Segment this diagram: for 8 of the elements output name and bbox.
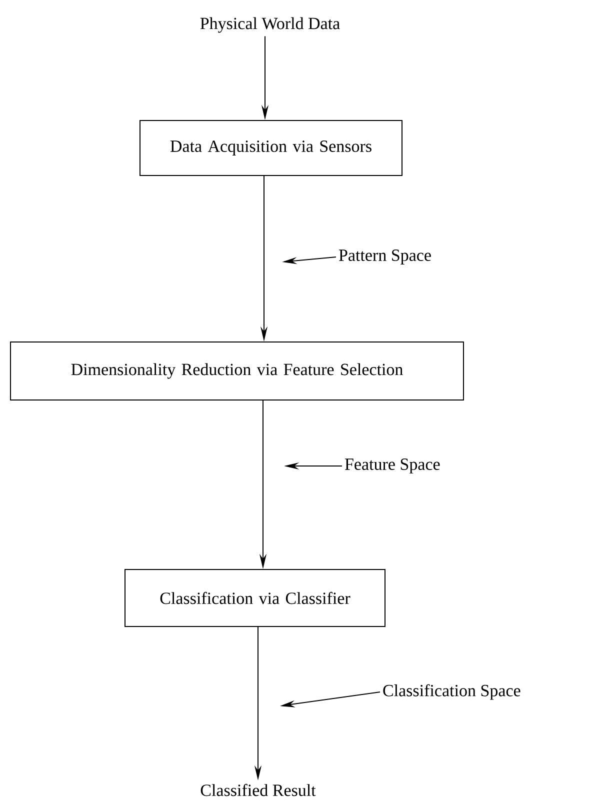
process-box: Dimensionality Reduction via Feature Selection [10, 342, 464, 400]
process-box: Data Acquisition via Sensors [140, 120, 402, 176]
annotation-text: Feature Space [344, 458, 440, 474]
annotation-text: Classification Space [383, 684, 520, 700]
annotation-text: Pattern Space [338, 250, 431, 264]
process-box: Classification via Classifier [124, 569, 386, 627]
terminal-text: Classified Result [200, 784, 316, 796]
terminal-text: Physical World Data [200, 17, 340, 33]
